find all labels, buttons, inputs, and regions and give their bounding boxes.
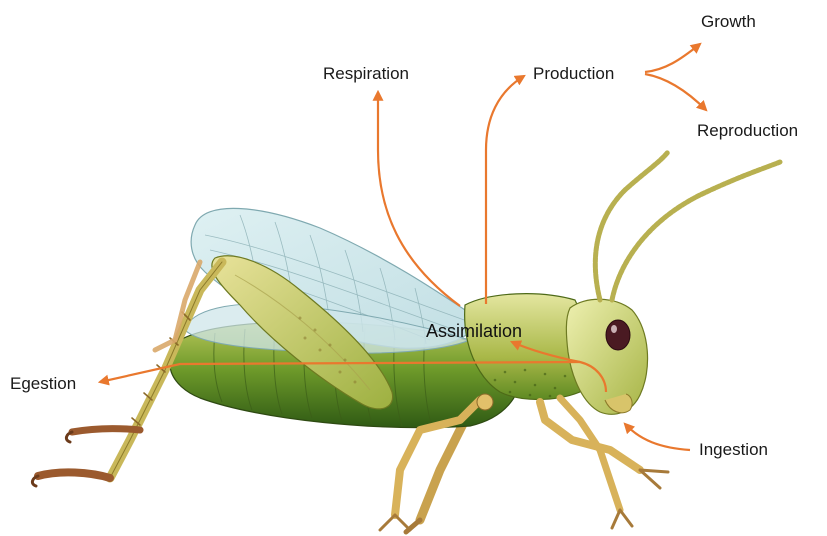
- ingestion-label: Ingestion: [699, 440, 768, 460]
- grasshopper-illustration: [32, 152, 780, 532]
- ingestion-arrow: [625, 424, 690, 450]
- hind-claw-left: [32, 476, 38, 486]
- reproduction-arrow: [645, 74, 706, 110]
- growth-arrow: [645, 44, 700, 72]
- hind-foot-left: [38, 472, 110, 478]
- respiration-label: Respiration: [323, 64, 409, 84]
- antenna-right: [612, 162, 780, 300]
- production-arrow: [486, 76, 524, 304]
- front-foot-far: [612, 510, 632, 528]
- assimilation-label: Assimilation: [426, 321, 522, 341]
- head: [566, 299, 647, 414]
- growth-label: Growth: [701, 12, 756, 32]
- production-label: Production: [533, 64, 614, 84]
- hind-foot-right: [72, 429, 140, 432]
- hind-claw-right: [66, 432, 72, 442]
- eye-highlight: [611, 325, 617, 333]
- reproduction-label: Reproduction: [697, 121, 798, 141]
- egestion-label: Egestion: [10, 374, 76, 394]
- compound-eye: [606, 320, 630, 350]
- middle-leg-joint: [477, 394, 493, 410]
- front-foot-near: [640, 470, 668, 488]
